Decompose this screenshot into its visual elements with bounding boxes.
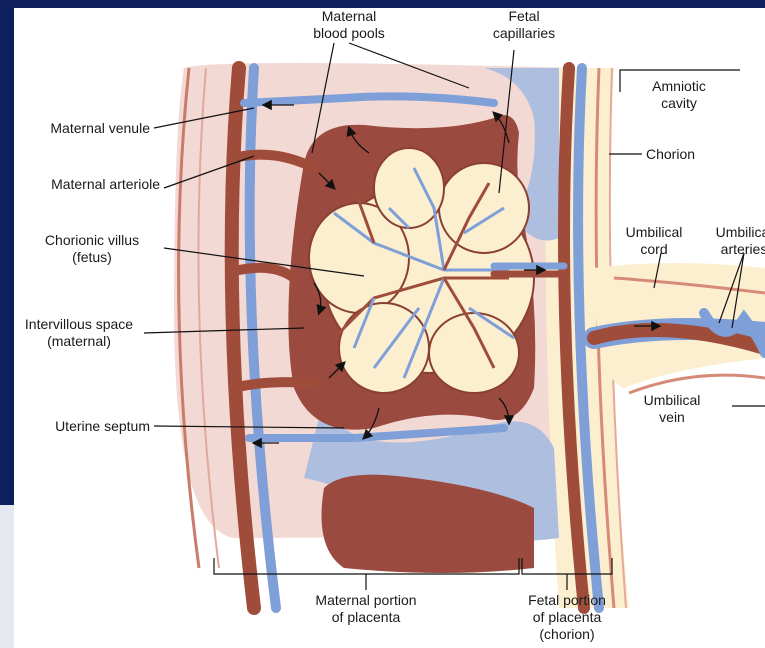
label-umbilical-cord: Umbilical cord [614,224,694,258]
label-line: cavity [634,95,724,112]
label-uterine-septum: Uterine septum [14,418,150,435]
label-line: (maternal) [14,333,144,350]
label-line: vein [634,409,710,426]
label-line: (chorion) [514,626,620,643]
label-maternal-portion: Maternal portion of placenta [296,592,436,626]
label-line: blood pools [294,25,404,42]
label-line: Umbilical [704,224,765,241]
label-line: Umbilical [614,224,694,241]
label-maternal-blood-pools: Maternal blood pools [294,8,404,42]
label-line: Maternal [294,8,404,25]
label-fetal-portion: Fetal portion of placenta (chorion) [514,592,620,643]
label-line: Intervillous space [14,316,144,333]
label-line: Fetal [476,8,572,25]
label-umbilical-vein: Umbilical vein [634,392,710,426]
label-maternal-arteriole: Maternal arteriole [14,176,160,193]
label-line: arteries [704,241,765,258]
label-line: of placenta [514,609,620,626]
label-line: Fetal portion [514,592,620,609]
label-line: Umbilical [634,392,710,409]
label-amniotic-cavity: Amniotic cavity [634,78,724,112]
label-maternal-venule: Maternal venule [14,120,150,137]
label-line: capillaries [476,25,572,42]
label-line: cord [614,241,694,258]
label-chorion: Chorion [646,146,695,163]
label-fetal-capillaries: Fetal capillaries [476,8,572,42]
label-line: (fetus) [22,249,162,266]
label-intervillous-space: Intervillous space (maternal) [14,316,144,350]
placenta-diagram: Maternal blood pools Fetal capillaries A… [14,8,765,648]
label-line: Maternal portion [296,592,436,609]
label-line: Amniotic [634,78,724,95]
label-line: of placenta [296,609,436,626]
label-umbilical-arteries: Umbilical arteries [704,224,765,258]
label-line: Chorionic villus [22,232,162,249]
label-chorionic-villus: Chorionic villus (fetus) [22,232,162,266]
